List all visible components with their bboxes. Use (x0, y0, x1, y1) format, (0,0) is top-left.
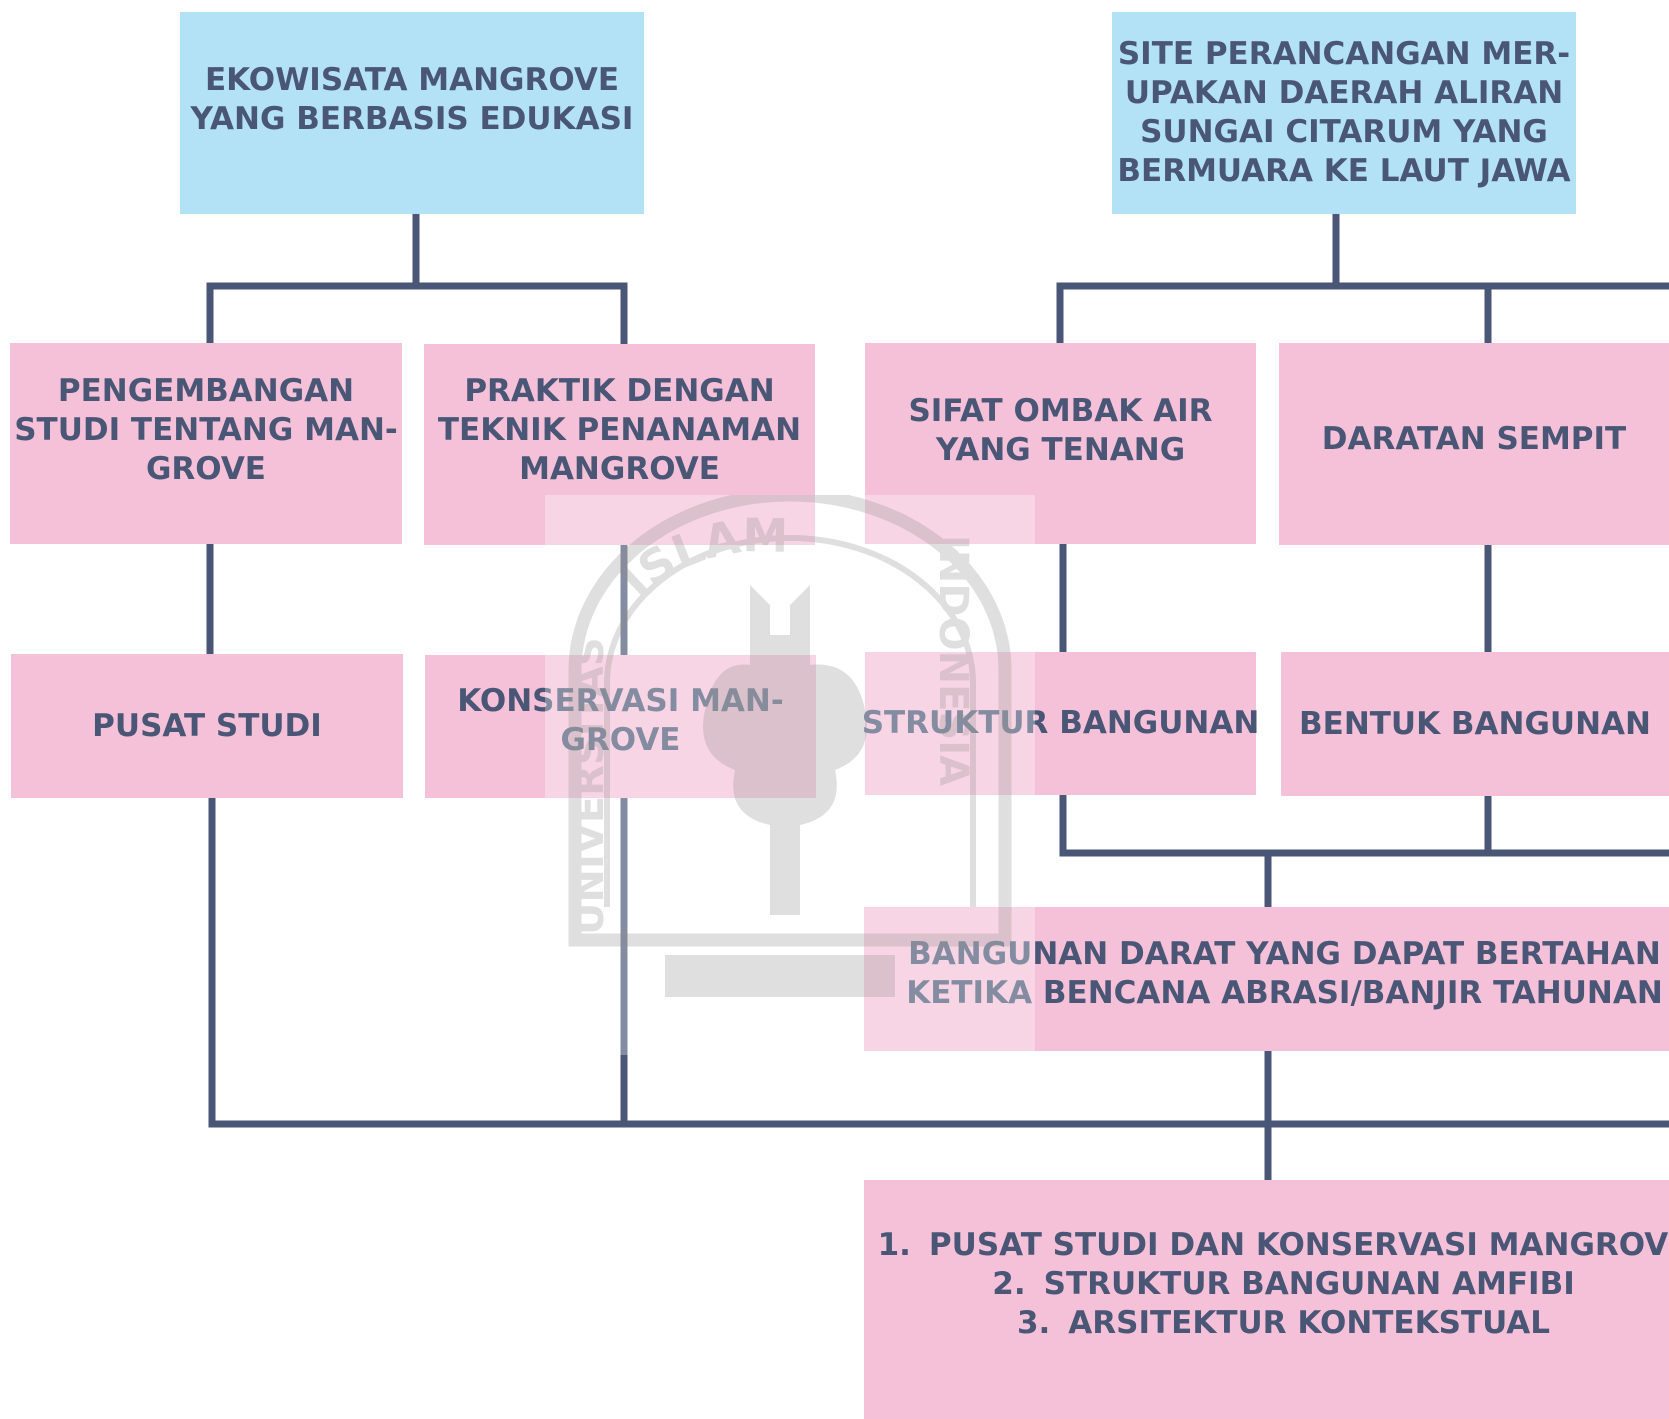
box-text-line: STRUKTUR BANGUNAN (861, 705, 1260, 741)
box-text-line: PENGEMBANGAN (57, 373, 355, 409)
box-text-line: STUDI TENTANG MAN- (14, 412, 398, 448)
box-pengembangan-studi: PENGEMBANGAN STUDI TENTANG MAN- GROVE (10, 343, 402, 544)
box-bangunan-darat: BANGUNAN DARAT YANG DAPAT BERTAHAN KETIK… (864, 907, 1669, 1051)
result-item-number: 1. (877, 1227, 911, 1263)
box-text-line: SUNGAI CITARUM YANG (1140, 114, 1548, 150)
box-text-line: MANGROVE (519, 451, 720, 487)
box-text-line: BANGUNAN DARAT YANG DAPAT BERTAHAN (908, 935, 1661, 972)
result-item-number: 3. (1016, 1305, 1051, 1341)
result-item-text: STRUKTUR BANGUNAN AMFIBI (1043, 1266, 1575, 1302)
result-item-number: 2. (992, 1266, 1026, 1302)
result-item: 3. ARSITEKTUR KONTEKSTUAL (1017, 1304, 1550, 1343)
box-text-line: KETIKA BENCANA ABRASI/BANJIR TAHUNAN (906, 974, 1663, 1011)
box-text-line: UPAKAN DAERAH ALIRAN (1124, 75, 1564, 111)
box-pusat-studi: PUSAT STUDI (11, 654, 403, 798)
box-struktur-bangunan: STRUKTUR BANGUNAN (862, 652, 1259, 795)
box-daratan-sempit: DARATAN SEMPIT (1279, 343, 1669, 545)
result-item: 1. PUSAT STUDI DAN KONSERVASI MANGROVE (878, 1226, 1669, 1265)
result-item: 2. STRUKTUR BANGUNAN AMFIBI (992, 1265, 1574, 1304)
box-text-line: EKOWISATA MANGROVE (204, 62, 620, 98)
box-text-line: YANG BERBASIS EDUKASI (190, 101, 634, 137)
box-text-line: GROVE (560, 721, 681, 758)
root-box-ekowisata: EKOWISATA MANGROVE YANG BERBASIS EDUKASI (180, 12, 644, 214)
box-text-line: BENTUK BANGUNAN (1299, 705, 1651, 742)
box-text-line: YANG TENANG (935, 431, 1186, 468)
box-text-line: BERMUARA KE LAUT JAWA (1117, 153, 1571, 189)
box-text-line: PUSAT STUDI (92, 707, 322, 744)
result-item-text: ARSITEKTUR KONTEKSTUAL (1068, 1305, 1551, 1341)
result-list: 1. PUSAT STUDI DAN KONSERVASI MANGROVE 2.… (878, 1226, 1669, 1343)
box-praktik-penanaman: PRAKTIK DENGAN TEKNIK PENANAMAN MANGROVE (424, 344, 815, 545)
box-kesimpulan: 1. PUSAT STUDI DAN KONSERVASI MANGROVE 2.… (864, 1180, 1669, 1419)
box-text-line: DARATAN SEMPIT (1321, 420, 1627, 457)
box-text-line: PRAKTIK DENGAN (464, 373, 775, 409)
root-box-site-perancangan: SITE PERANCANGAN MER- UPAKAN DAERAH ALIR… (1112, 12, 1576, 214)
box-text-line: SITE PERANCANGAN MER- (1117, 36, 1571, 72)
box-sifat-ombak: SIFAT OMBAK AIR YANG TENANG (865, 343, 1256, 544)
box-text-line: GROVE (145, 451, 266, 487)
box-text-line: KONSERVASI MAN- (457, 682, 784, 719)
box-text-line: TEKNIK PENANAMAN (437, 412, 802, 448)
box-bentuk-bangunan: BENTUK BANGUNAN (1281, 652, 1669, 796)
box-konservasi-mangrove: KONSERVASI MAN- GROVE (425, 655, 816, 798)
box-text-line: SIFAT OMBAK AIR (908, 392, 1213, 429)
result-item-text: PUSAT STUDI DAN KONSERVASI MANGROVE (928, 1227, 1669, 1263)
